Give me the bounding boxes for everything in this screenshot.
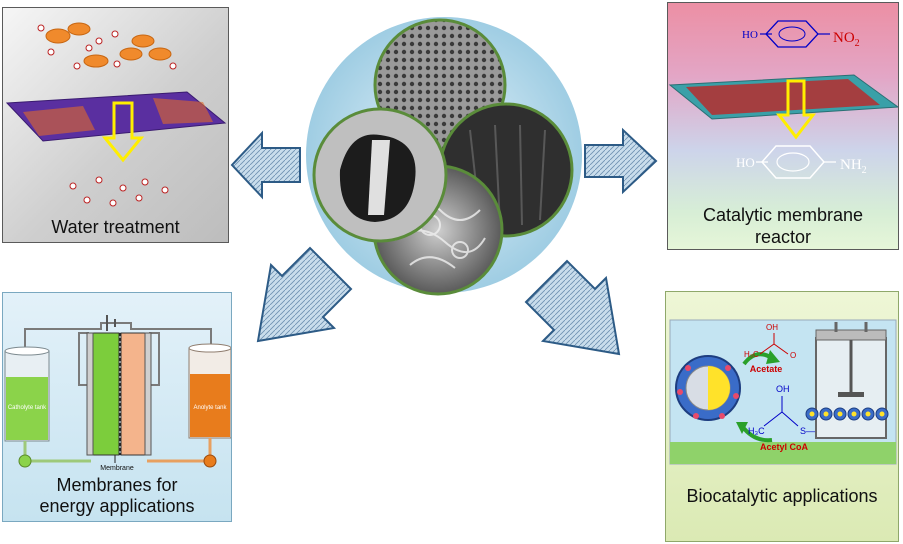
electrode-peach — [120, 332, 146, 456]
water-molecule — [161, 186, 169, 194]
biocatalytic-applications-panel: OH H₃C O Acetate OH H₃C S—CoA Acetyl CoA… — [665, 291, 899, 542]
water-molecule — [119, 184, 127, 192]
catalytic-caption-line2: reactor — [754, 227, 812, 247]
acetate-h3c: H₃C — [744, 350, 759, 359]
membrane-orange-region — [153, 98, 213, 124]
acetate-label: Acetate — [750, 364, 783, 374]
water-molecule — [73, 62, 81, 70]
membrane-red-region — [686, 79, 880, 115]
membrane-label: Membrane — [100, 465, 134, 472]
pump-left — [18, 454, 32, 468]
formula-top-ho: HO — [742, 29, 758, 41]
flow-battery-illustration: Catholyte tank Anolyte tank Membrane — [4, 315, 231, 472]
energy-caption-line1: Membranes for — [56, 475, 178, 495]
water-molecule — [47, 48, 55, 56]
energy-applications-caption: Membranes for energy applications — [3, 475, 231, 517]
water-molecule — [135, 194, 143, 202]
anolyte-liquid — [190, 374, 230, 437]
water-molecule — [83, 196, 91, 204]
biocatalytic-illustration: OH H₃C O Acetate OH H₃C S—CoA Acetyl CoA — [669, 319, 897, 465]
water-molecule — [95, 37, 103, 45]
energy-caption-line2: energy applications — [39, 496, 195, 516]
acetate-oh-top: OH — [766, 323, 778, 332]
catholyte-liquid — [6, 377, 48, 440]
reaction-arrow — [775, 79, 817, 140]
arrow-to-biocatalytic-applications — [524, 259, 621, 356]
water-molecule — [169, 62, 177, 70]
pollutant-particle — [45, 28, 71, 44]
water-molecule — [109, 199, 117, 207]
pollutant-particle — [83, 54, 109, 68]
anolyte-label: Anolyte tank — [193, 405, 227, 411]
energy-applications-panel: Catholyte tank Anolyte tank Membrane Mem… — [2, 292, 232, 522]
water-molecule — [111, 30, 119, 38]
catholyte-label: Catholyte tank — [8, 405, 47, 411]
formula-top-no: NO2 — [833, 30, 860, 49]
biocatalytic-caption: Biocatalytic applications — [686, 486, 878, 506]
water-molecule — [95, 176, 103, 184]
pollutant-particle — [119, 47, 143, 61]
water-treatment-illustration — [5, 22, 227, 207]
water-molecule — [85, 44, 93, 52]
arrow-to-energy-applications — [256, 246, 353, 343]
catalytic-reactor-caption: Catalytic membrane reactor — [668, 204, 898, 248]
catalytic-caption-line1: Catalytic membrane — [702, 205, 864, 225]
benzene-ring-bottom — [761, 145, 825, 179]
catalytic-reactor-illustration: HO NO2 HO NH2 — [668, 20, 898, 179]
catalytic-reactor-panel: HO NO2 HO NH2 Catalytic membrane reactor — [667, 2, 899, 250]
pollutant-particle — [148, 47, 172, 61]
filtration-arrow — [101, 101, 145, 163]
acetyl-oh: OH — [776, 384, 790, 394]
benzene-ring-top — [765, 20, 819, 48]
water-molecule — [37, 24, 45, 32]
formula-bottom-ho: HO — [736, 155, 755, 170]
water-treatment-panel: Water treatment — [2, 7, 229, 243]
acetyl-coa-label: Acetyl CoA — [760, 442, 809, 452]
water-treatment-caption: Water treatment — [51, 217, 180, 237]
pollutant-particle — [67, 22, 91, 36]
membrane-orange-region — [23, 106, 95, 136]
acetyl-h3c: H₃C — [748, 426, 765, 436]
formula-bottom-nh: NH2 — [840, 157, 867, 176]
water-molecule — [113, 60, 121, 68]
arrow-to-catalytic-reactor — [584, 127, 658, 195]
pollutant-particle — [131, 34, 155, 48]
water-molecule — [69, 182, 77, 190]
acetate-o: O — [790, 351, 796, 360]
pump-right — [203, 454, 217, 468]
water-molecule — [141, 178, 149, 186]
arrow-to-water-treatment — [230, 130, 301, 200]
